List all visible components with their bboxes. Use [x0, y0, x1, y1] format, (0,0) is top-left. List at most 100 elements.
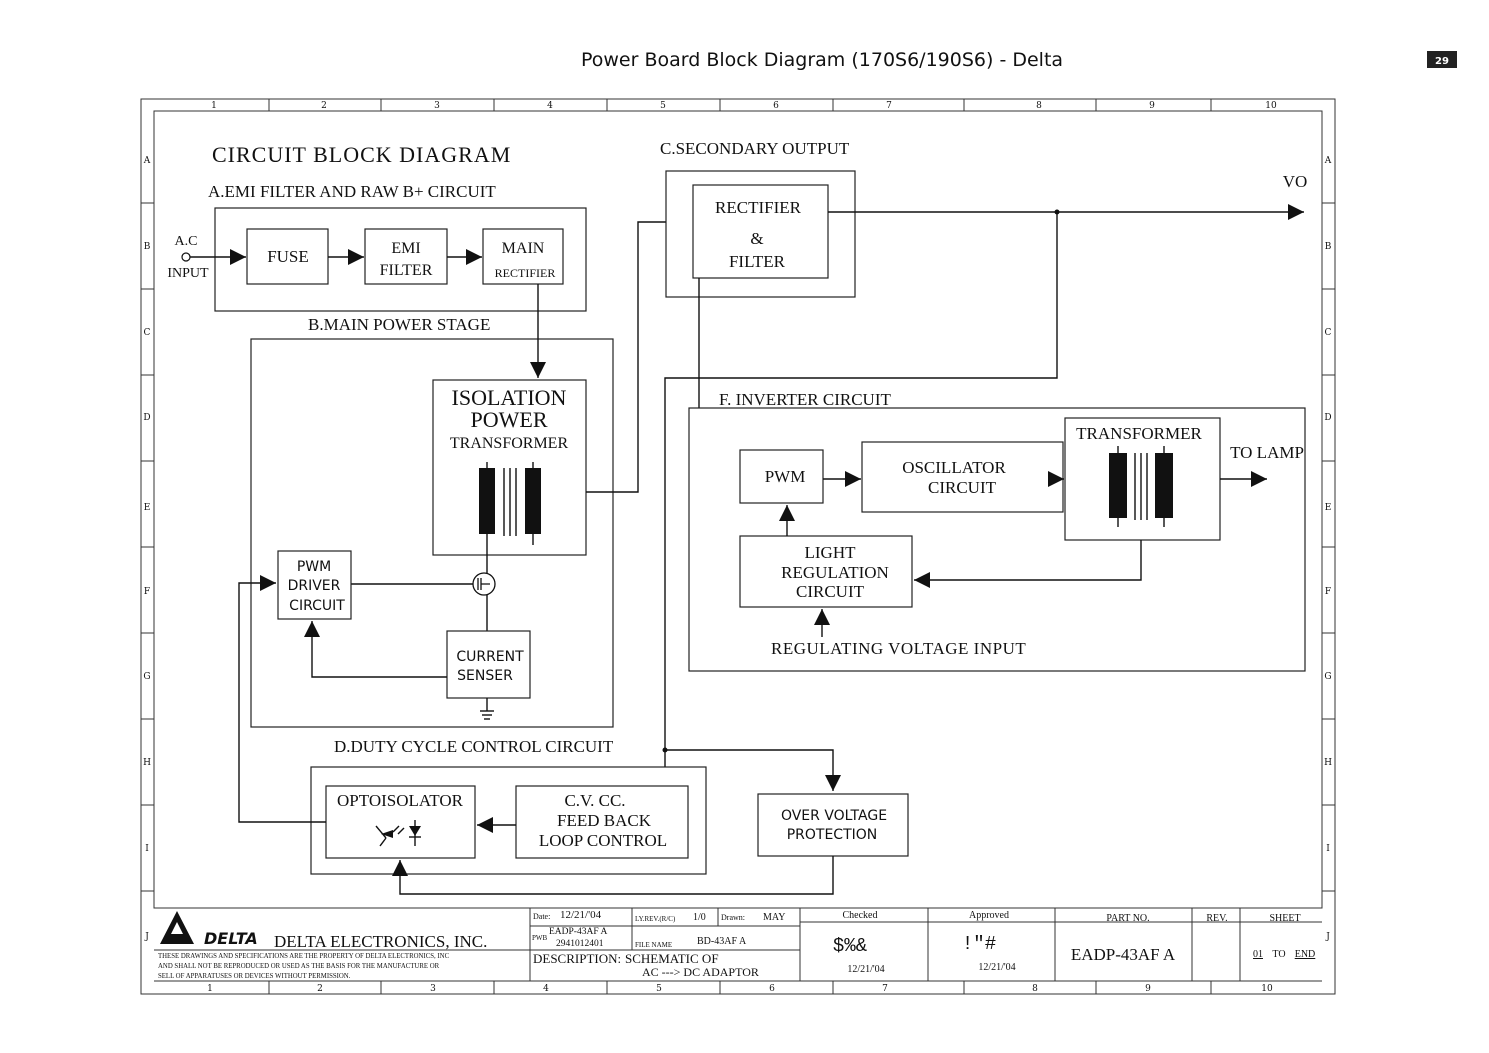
description-value-2: AC ---> DC ADAPTOR [642, 965, 759, 979]
light-reg-label-3: CIRCUIT [796, 582, 865, 601]
current-senser-block [446, 630, 531, 699]
emi-filter-label-1: EMI [391, 240, 420, 257]
feedback-label-2: FEED BACK [557, 811, 652, 830]
grid-column-label: 8 [1032, 984, 1038, 994]
file-name-label: FILE NAME [635, 941, 672, 949]
optoisolator-block [325, 785, 476, 859]
grid-column-label: 5 [656, 984, 662, 994]
grid-column-label: 3 [430, 984, 436, 994]
grid-row-label: F [1325, 587, 1331, 597]
light-reg-label-2: REGULATION [781, 563, 889, 582]
pwb-value-2: 2941012401 [556, 939, 604, 949]
ground-icon [480, 698, 494, 720]
optocoupler-icon [375, 820, 421, 847]
section-a-label: A.EMI FILTER AND RAW B+ CIRCUIT [208, 182, 496, 201]
grid-column-label: 3 [434, 101, 440, 111]
page-title: Power Board Block Diagram (170S6/190S6) … [581, 49, 1063, 71]
grid-row-label: F [144, 587, 150, 597]
pwb-label: PWB [532, 934, 548, 942]
isolation-label-2: POWER [471, 407, 548, 432]
grid-column-label: 9 [1149, 101, 1155, 111]
checked-signature: $%& [833, 935, 867, 957]
rectifier-filter-label-1: RECTIFIER [715, 198, 802, 217]
date-value: 12/21/'04 [560, 909, 602, 921]
rectifier-filter-label-3: FILTER [729, 252, 786, 271]
ovp-label-1: OVER VOLTAGE [781, 808, 887, 824]
grid-row-label: B [144, 242, 151, 252]
checked-date: 12/21/'04 [847, 964, 884, 975]
grid-column-label: 10 [1265, 101, 1277, 111]
oscillator-label-1: OSCILLATOR [902, 458, 1006, 477]
emi-filter-label-2: FILTER [380, 262, 433, 279]
grid-column-label: 2 [321, 101, 327, 111]
approved-date: 12/21/'04 [978, 962, 1015, 973]
grid-column-label: 1 [211, 101, 217, 111]
part-no-value: EADP-43AF A [1071, 945, 1176, 964]
fuse-label: FUSE [267, 247, 309, 266]
grid-column-label: 10 [1261, 984, 1273, 994]
section-c-label: C.SECONDARY OUTPUT [660, 139, 850, 158]
pwm-label: PWM [765, 467, 806, 486]
transformer-core-icon [479, 462, 541, 545]
grid-row-label: I [145, 844, 149, 854]
isolation-label-3: TRANSFORMER [450, 435, 569, 452]
optoisolator-label: OPTOISOLATOR [337, 791, 464, 810]
grid-column-label: 1 [207, 984, 213, 994]
grid-column-label: 5 [660, 101, 666, 111]
file-name-value: BD-43AF A [697, 936, 747, 947]
main-rectifier-label-2: RECTIFIER [495, 266, 556, 280]
oscillator-block [861, 441, 1064, 513]
oscillator-label-2: CIRCUIT [928, 478, 997, 497]
ac-label: A.C [175, 234, 198, 249]
over-voltage-protection-block [757, 793, 909, 857]
rectifier-filter-label-2: & [750, 229, 763, 248]
ac-terminal-icon [181, 252, 191, 262]
rev-label: REV. [1206, 913, 1227, 924]
grid-column-label: 6 [769, 984, 775, 994]
section-b-label: B.MAIN POWER STAGE [308, 315, 490, 334]
approved-signature: !"# [962, 933, 996, 955]
input-label: INPUT [167, 266, 209, 281]
grid-row-label: D [143, 413, 150, 423]
pwm-block [739, 449, 824, 504]
grid-row-label: G [143, 672, 150, 682]
grid-row-label: J [144, 932, 149, 942]
grid-row-label: B [1325, 242, 1332, 252]
delta-logo: DELTA [160, 911, 258, 948]
disclaimer-line-1: THESE DRAWINGS AND SPECIFICATIONS ARE TH… [158, 953, 450, 960]
to-lamp-label: TO LAMP [1230, 443, 1304, 462]
pwm-driver-label-2: DRIVER [288, 578, 341, 594]
checked-label: Checked [843, 910, 878, 921]
grid-row-label: G [1324, 672, 1331, 682]
disclaimer-line-2: AND SHALL NOT BE REPRODUCED OR USED AS T… [158, 963, 440, 970]
grid-row-label: J [1325, 932, 1330, 942]
pwb-value-1: EADP-43AF A [549, 927, 607, 937]
title-block [154, 907, 1322, 981]
pwm-driver-block [277, 550, 352, 620]
light-regulation-block [739, 535, 913, 608]
section-d-label: D.DUTY CYCLE CONTROL CIRCUIT [334, 737, 614, 756]
logo-text: DELTA [204, 929, 258, 948]
grid-row-label: C [1325, 328, 1332, 338]
inverter-transformer-core-icon [1109, 446, 1173, 527]
company-name: DELTA ELECTRONICS, INC. [274, 932, 487, 951]
approved-label: Approved [969, 910, 1009, 921]
disclaimer-line-3: SELL OF APPARATUSES OR DEVICES WITHOUT P… [158, 973, 351, 980]
grid-column-label: 7 [886, 101, 892, 111]
description-label: DESCRIPTION: [533, 951, 621, 966]
pwm-driver-label-3: CIRCUIT [289, 598, 345, 614]
sheet-label: SHEET [1269, 913, 1300, 924]
feedback-label-3: LOOP CONTROL [539, 831, 667, 850]
page-number-badge [1427, 51, 1457, 68]
main-rectifier-label-1: MAIN [502, 240, 545, 257]
feedback-label-1: C.V. CC. [564, 791, 625, 810]
grid-column-label: 4 [547, 101, 553, 111]
grid-row-label: E [144, 503, 151, 513]
grid-row-label: H [1324, 758, 1332, 768]
grid-column-label: 8 [1036, 101, 1042, 111]
ly-rev-label: LY.REV.(R/C) [635, 915, 676, 923]
grid-row-label: C [144, 328, 151, 338]
sheet-to: TO [1272, 949, 1285, 960]
grid-column-label: 6 [773, 101, 779, 111]
